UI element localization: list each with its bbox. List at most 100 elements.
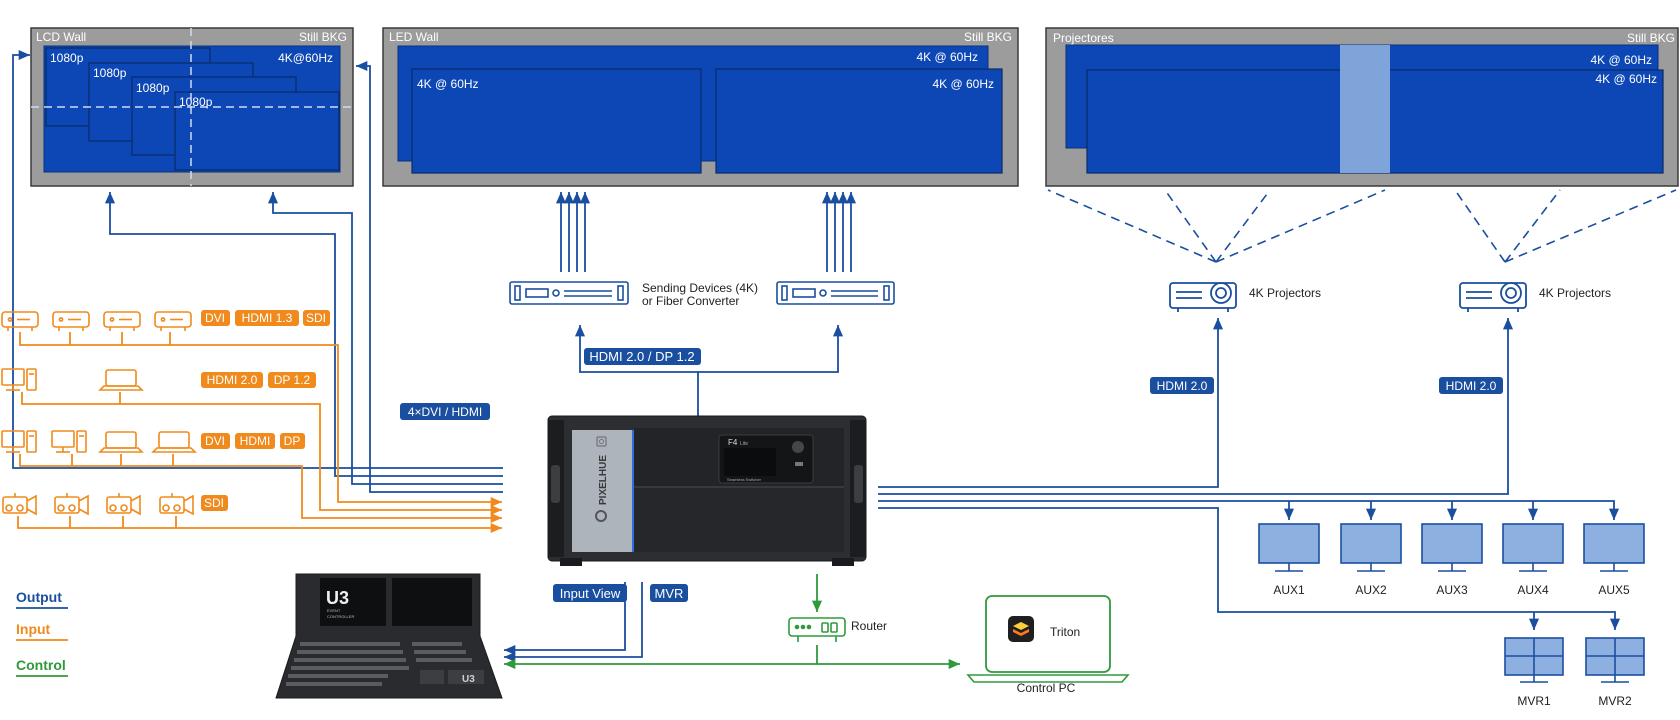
mvr1-monitor-icon [1504, 637, 1564, 683]
legend-output: Output [16, 589, 62, 605]
svg-text:4×DVI / HDMI: 4×DVI / HDMI [408, 405, 482, 419]
svg-text:DP 1.2: DP 1.2 [274, 373, 311, 387]
aux3-monitor-icon [1421, 523, 1483, 572]
u3-event-controller: U3 EVENT CONTROLLER U3 [275, 573, 503, 699]
device-brand: PIXELHUE [598, 455, 609, 505]
lcd-layer-2-label: 1080p [93, 66, 127, 80]
svg-text:DVI: DVI [205, 311, 225, 325]
mvr2-label: MVR2 [1598, 694, 1632, 708]
projector-right-label: 4K Projectors [1539, 286, 1611, 300]
aux2-label: AUX2 [1355, 583, 1387, 597]
lcd-wall-bkg: Still BKG [299, 30, 347, 44]
hdmi-dp-badge: HDMI 2.0 / DP 1.2 [584, 348, 701, 365]
pixelhue-f4-switcher: F4 Lite Seamless Switcher PIXELHUE [547, 415, 867, 566]
desktop-pc-icon [51, 430, 87, 453]
legend-control: Control [16, 657, 66, 673]
laptop-icon [98, 431, 144, 453]
svg-text:HDMI 2.0 / DP 1.2: HDMI 2.0 / DP 1.2 [589, 349, 694, 364]
controller-logo-sub1: EVENT [327, 608, 341, 613]
lcd-wall: LCD Wall Still BKG 4K@60Hz 1080p 1080p 1… [30, 27, 354, 187]
svg-text:HDMI 1.3: HDMI 1.3 [242, 311, 293, 325]
aux1-monitor-icon [1258, 523, 1320, 572]
mvr1-label: MVR1 [1517, 694, 1551, 708]
pixelhue-symbol-icon [595, 510, 607, 522]
led-wall-title: LED Wall [389, 30, 439, 44]
mvr-badge: MVR [650, 584, 688, 602]
control-pc-laptop: Triton [966, 595, 1130, 683]
lcd-wall-4k-label: 4K@60Hz [278, 51, 333, 65]
output-lines [12, 49, 1621, 663]
dvi-hdmi-badge: 4×DVI / HDMI [400, 403, 490, 420]
media-player-icon [1, 311, 39, 331]
triton-app-icon [1008, 616, 1034, 642]
led-wall-left-label: 4K @ 60Hz [417, 77, 479, 91]
triton-app-label: Triton [1050, 625, 1080, 639]
pixelhue-logo-icon [596, 436, 607, 447]
svg-text:SDI: SDI [306, 311, 326, 325]
controller-side-logo: U3 [462, 674, 475, 685]
media-player-icon [154, 311, 192, 331]
input-devices [1, 311, 197, 516]
svg-text:DP: DP [284, 434, 301, 448]
aux3-label: AUX3 [1436, 583, 1468, 597]
svg-text:SDI: SDI [204, 496, 224, 510]
camera-icon [159, 493, 194, 516]
controller-logo: U3 [326, 588, 349, 608]
router-icon [788, 617, 846, 642]
aux4-monitor-icon [1502, 523, 1564, 572]
aux2-monitor-icon [1340, 523, 1402, 572]
desktop-pc-icon [1, 368, 37, 391]
controller-keys-icon [286, 642, 484, 686]
camera-icon [106, 493, 141, 516]
aux4-label: AUX4 [1517, 583, 1549, 597]
svg-text:HDMI 2.0: HDMI 2.0 [207, 373, 258, 387]
mvr-monitors: MVR1 MVR2 [1504, 637, 1645, 708]
lcd-layer-4-label: 1080p [179, 95, 213, 109]
legend-input: Input [16, 621, 51, 637]
aux5-label: AUX5 [1598, 583, 1630, 597]
sending-devices-label-2: or Fiber Converter [642, 294, 739, 308]
sending-device-left [509, 281, 629, 305]
laptop-icon [98, 369, 144, 391]
desktop-pc-icon [1, 430, 37, 453]
svg-text:MVR: MVR [655, 586, 684, 601]
input-badges-row3: DVI HDMI DP [201, 433, 305, 449]
led-wall-top-label: 4K @ 60Hz [916, 50, 978, 64]
aux5-monitor-icon [1583, 523, 1645, 572]
led-wall-bkg: Still BKG [964, 30, 1012, 44]
device-subtitle: Seamless Switcher [727, 477, 762, 482]
mvr2-monitor-icon [1585, 637, 1645, 683]
router-label: Router [851, 619, 887, 633]
projection-wall-bkg: Still BKG [1627, 31, 1675, 45]
svg-text:Input View: Input View [560, 586, 621, 601]
device-model: F4 [728, 438, 738, 447]
aux1-label: AUX1 [1273, 583, 1305, 597]
camera-icon [2, 493, 37, 516]
projection-wall-title: Projectores [1053, 31, 1114, 45]
svg-text:HDMI 2.0: HDMI 2.0 [1446, 379, 1497, 393]
controller-logo-sub2: CONTROLLER [327, 614, 354, 619]
projector-beams [1047, 189, 1677, 263]
hdmi-badge-left-projector: HDMI 2.0 [1150, 377, 1214, 394]
sending-device-right [776, 281, 895, 305]
input-view-badge: Input View [553, 584, 627, 602]
media-player-icon [52, 311, 90, 331]
input-lines [17, 332, 502, 534]
projector-right-icon [1459, 282, 1527, 312]
device-model-sub: Lite [740, 441, 748, 447]
lcd-layer-1-label: 1080p [50, 51, 84, 65]
led-wall: LED Wall Still BKG 4K @ 60Hz 4K @ 60Hz 4… [382, 27, 1019, 187]
input-badges-row1: DVI HDMI 1.3 SDI [201, 310, 330, 326]
laptop-icon [151, 431, 197, 453]
projector-left-label: 4K Projectors [1249, 286, 1321, 300]
led-wall-right-label: 4K @ 60Hz [932, 77, 994, 91]
input-badges-row4: SDI [201, 495, 228, 511]
hdmi-badge-right-projector: HDMI 2.0 [1439, 377, 1503, 394]
projection-label-1: 4K @ 60Hz [1590, 53, 1652, 67]
input-badges-row2: HDMI 2.0 DP 1.2 [201, 372, 316, 388]
aux-monitors: AUX1 AUX2 AUX3 AUX4 AUX5 [1258, 523, 1645, 597]
legend: Output Input Control [16, 589, 68, 677]
svg-text:DVI: DVI [205, 434, 225, 448]
control-lines [504, 574, 960, 670]
